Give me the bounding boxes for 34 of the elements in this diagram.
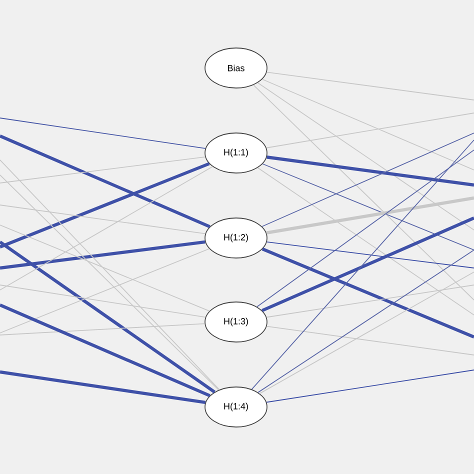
connection-line bbox=[266, 370, 474, 403]
connection-line bbox=[266, 112, 474, 148]
connection-line bbox=[266, 326, 474, 356]
connection-line bbox=[266, 156, 474, 187]
connection-line bbox=[266, 196, 474, 234]
connection-line bbox=[0, 162, 210, 248]
connection-line bbox=[0, 284, 206, 318]
connection-line bbox=[257, 82, 474, 230]
connection-line bbox=[0, 156, 206, 184]
connection-line bbox=[0, 204, 206, 234]
connection-line bbox=[261, 216, 474, 312]
connection-line bbox=[253, 84, 474, 300]
connection-line bbox=[0, 118, 206, 149]
connection-line bbox=[262, 132, 474, 227]
connection-line bbox=[0, 224, 210, 312]
connection-line bbox=[0, 240, 216, 394]
connection-line bbox=[256, 150, 474, 308]
connection-line bbox=[259, 272, 474, 394]
connection-line bbox=[0, 166, 213, 290]
connection-line bbox=[257, 167, 474, 316]
connection-line bbox=[266, 72, 474, 100]
connection-line bbox=[262, 78, 474, 170]
connection-line bbox=[262, 248, 474, 338]
connection-line bbox=[0, 248, 210, 334]
connection-line bbox=[0, 370, 206, 404]
connection-line bbox=[0, 304, 210, 398]
connection-line bbox=[262, 163, 474, 250]
connection-line bbox=[266, 241, 474, 268]
connection-line bbox=[0, 323, 206, 336]
connection-line bbox=[251, 140, 474, 390]
connection-line bbox=[0, 134, 210, 228]
connection-line bbox=[258, 250, 474, 393]
connection-line bbox=[0, 240, 206, 270]
connection-line bbox=[266, 284, 474, 318]
